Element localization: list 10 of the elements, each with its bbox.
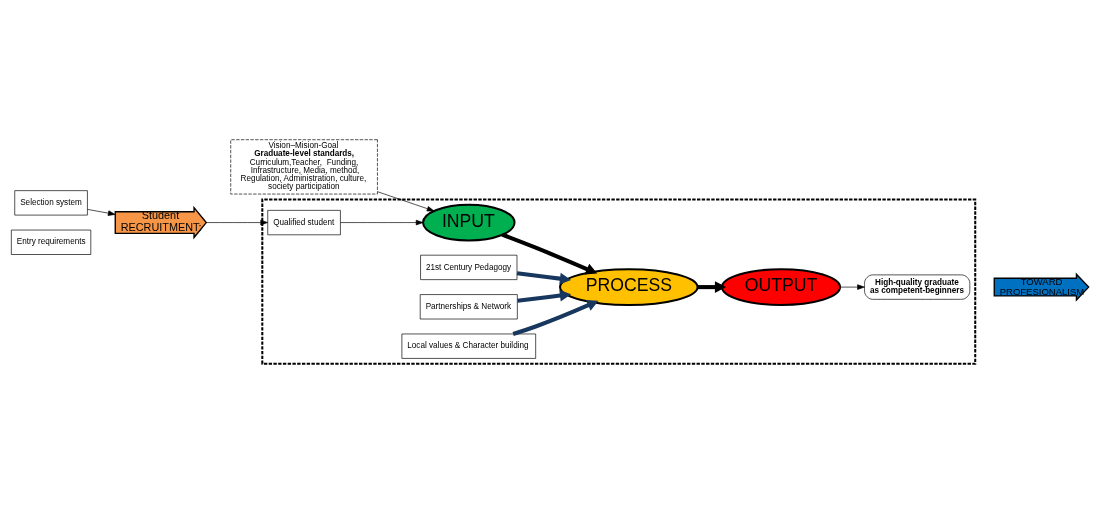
arrow: [340, 219, 424, 225]
arrow: [516, 270, 572, 284]
arrow: [501, 232, 598, 274]
arrow: [377, 190, 435, 211]
arrow: [87, 208, 116, 216]
node-ellipse: OUTPUT: [720, 267, 842, 306]
arrow: [206, 219, 268, 225]
arrow: [839, 283, 865, 290]
arrow: [517, 289, 572, 303]
arrow: [697, 280, 727, 293]
